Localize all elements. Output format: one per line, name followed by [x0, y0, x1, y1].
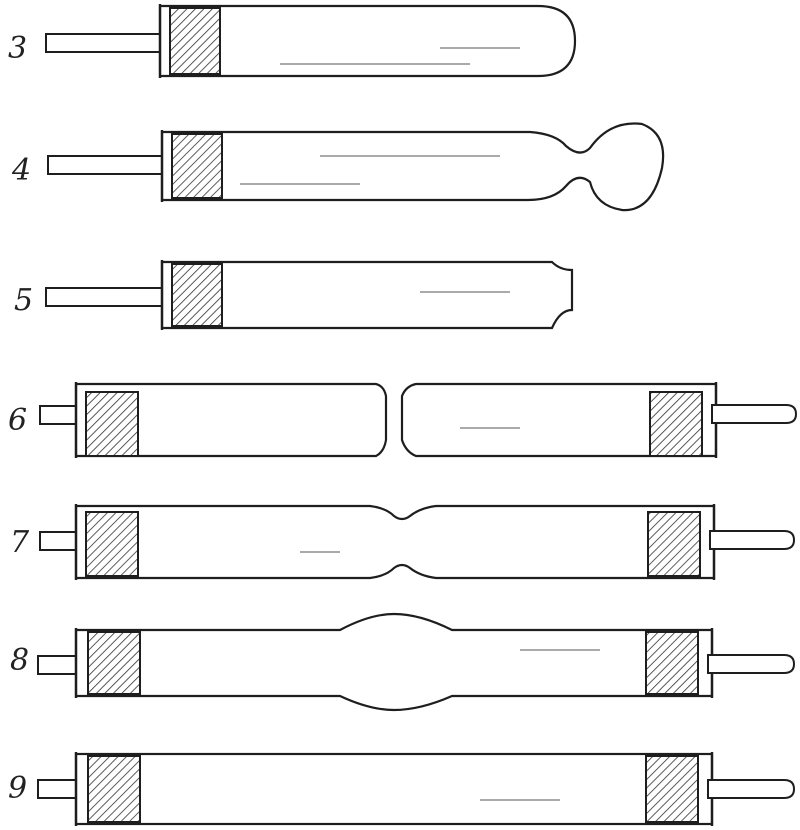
tube-8-body	[74, 612, 714, 712]
tube-4: 4	[11, 122, 665, 212]
tube-5-body	[160, 260, 574, 330]
figure-label-3: 3	[8, 31, 27, 66]
tube-6-left-body	[74, 382, 388, 458]
tube-8-left-rod	[37, 655, 81, 675]
tube-6-right-rod	[711, 404, 798, 424]
tube-7-left-rod	[39, 531, 81, 551]
tube-8: 8	[10, 612, 796, 712]
tube-4-rod	[47, 155, 165, 175]
tube-5: 5	[14, 260, 574, 330]
tube-6-left-plug	[85, 391, 139, 457]
tube-7-left-plug	[85, 511, 139, 577]
tube-7-right-plug	[647, 511, 701, 577]
tube-8-right-plug	[645, 631, 699, 695]
tube-6: 6	[8, 382, 798, 458]
tube-8-right-rod	[707, 654, 796, 674]
tube-4-body	[160, 122, 665, 212]
figure-label-7: 7	[10, 525, 30, 560]
tube-7-body	[74, 504, 716, 580]
figure-label-6: 6	[8, 403, 27, 438]
tube-9-left-plug	[87, 755, 141, 823]
tube-6-left-rod	[39, 405, 81, 425]
tube-3-plug	[169, 7, 221, 75]
tube-9-right-rod	[707, 779, 796, 799]
tube-3-rod	[45, 33, 163, 53]
tube-7: 7	[10, 504, 796, 580]
tube-5-rod	[45, 287, 165, 307]
tube-8-left-plug	[87, 631, 141, 695]
figure-label-8: 8	[10, 643, 29, 678]
tube-3: 3	[8, 4, 577, 78]
figure-label-5: 5	[14, 283, 33, 318]
figure-label-9: 9	[8, 771, 27, 806]
tube-9: 9	[8, 752, 796, 826]
tube-3-body	[158, 4, 577, 78]
tube-9-left-rod	[37, 779, 81, 799]
tube-4-plug	[171, 133, 223, 199]
tube-6-right-plug	[649, 391, 703, 457]
tube-6-right-body	[400, 382, 718, 458]
tube-9-right-plug	[645, 755, 699, 823]
tube-7-right-rod	[709, 530, 796, 550]
tube-5-plug	[171, 263, 223, 327]
figure-label-4: 4	[11, 153, 31, 188]
tube-9-body	[74, 752, 714, 826]
